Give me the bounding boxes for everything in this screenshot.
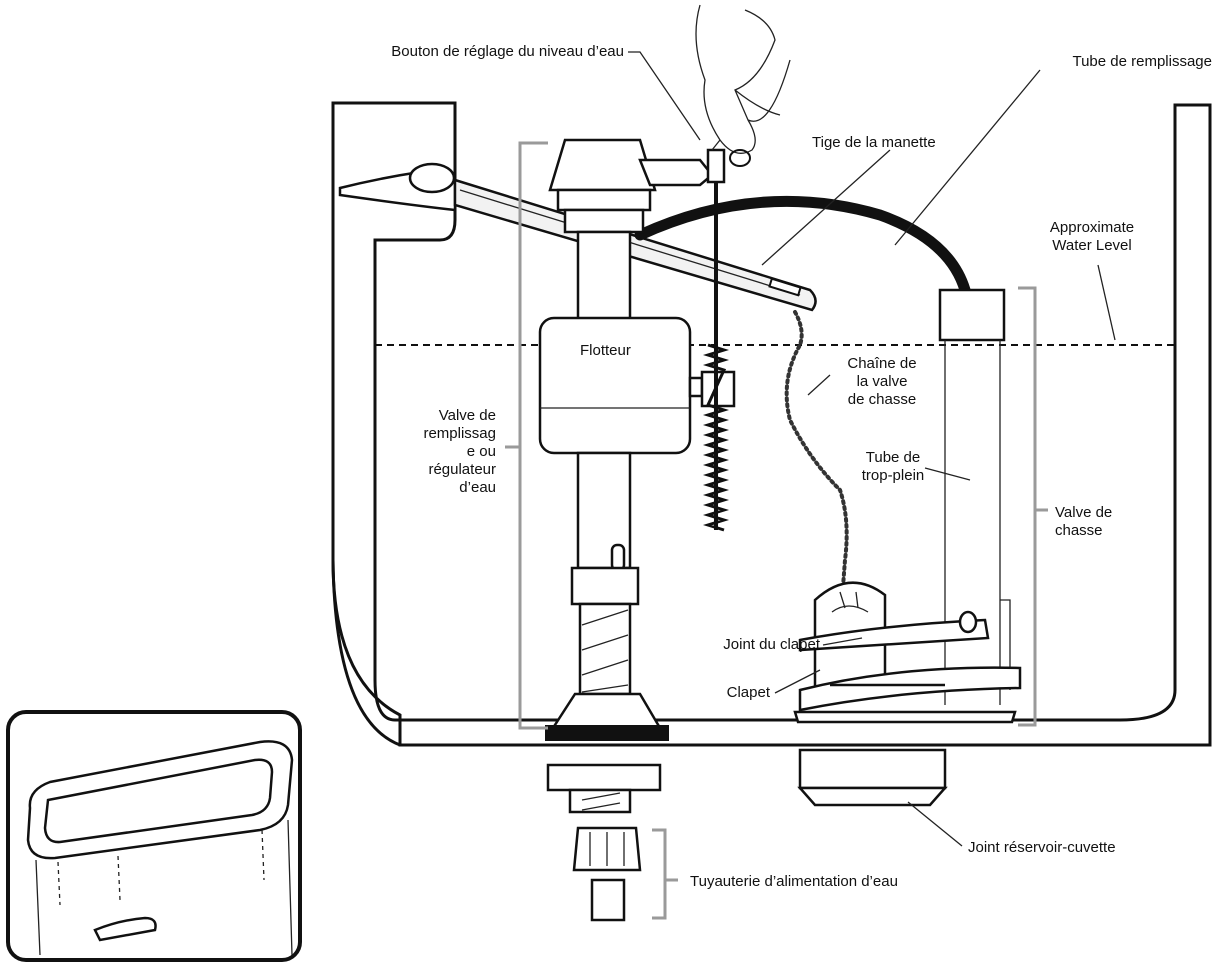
supply-line-bracket <box>652 828 667 920</box>
label-overflow-1: Tube de <box>866 449 921 466</box>
label-chain-1: Chaîne de <box>847 355 916 372</box>
flapper-chain <box>784 310 849 602</box>
float <box>538 316 692 455</box>
tank-gasket <box>797 748 948 807</box>
label-float: Flotteur <box>580 342 631 359</box>
label-tank-gasket: Joint réservoir-cuvette <box>968 839 1116 856</box>
adjustment-rod <box>702 148 730 532</box>
label-water-level-1: Approximate <box>1050 219 1134 236</box>
label-flapper-seal: Joint du clapet <box>723 636 821 653</box>
label-chain-2: la valve <box>857 373 908 390</box>
hand <box>695 4 791 154</box>
leader-lines <box>628 51 1116 847</box>
label-flush-valve-1: Valve de <box>1055 504 1112 521</box>
label-water-level-knob: Bouton de réglage du niveau d’eau <box>391 43 624 60</box>
fill-tube <box>634 195 971 296</box>
label-flush-valve-2: chasse <box>1055 522 1103 539</box>
fill-valve <box>538 138 736 741</box>
label-fill-valve-2: remplissag <box>423 425 496 442</box>
overflow-tube <box>938 288 1011 705</box>
label-flapper: Clapet <box>727 684 771 701</box>
flush-valve-bracket <box>1018 286 1037 727</box>
spring <box>702 343 730 532</box>
handle <box>338 162 457 212</box>
label-fill-tube: Tube de remplissage <box>1072 53 1212 70</box>
supply-fitting <box>546 763 662 922</box>
label-fill-valve-5: d’eau <box>459 479 496 496</box>
tank <box>331 101 1212 747</box>
label-overflow-2: trop-plein <box>862 467 925 484</box>
inset-tank-lid <box>6 710 302 962</box>
label-water-level-2: Water Level <box>1052 237 1131 254</box>
flapper <box>793 581 1022 724</box>
label-fill-valve-3: e ou <box>467 443 496 460</box>
label-handle-rod: Tige de la manette <box>812 134 936 151</box>
fill-valve-bracket <box>518 141 548 730</box>
label-fill-valve-1: Valve de <box>439 407 496 424</box>
label-chain-3: de chasse <box>848 391 916 408</box>
label-supply-line: Tuyauterie d’alimentation d’eau <box>690 873 898 890</box>
label-fill-valve-4: régulateur <box>428 461 496 478</box>
